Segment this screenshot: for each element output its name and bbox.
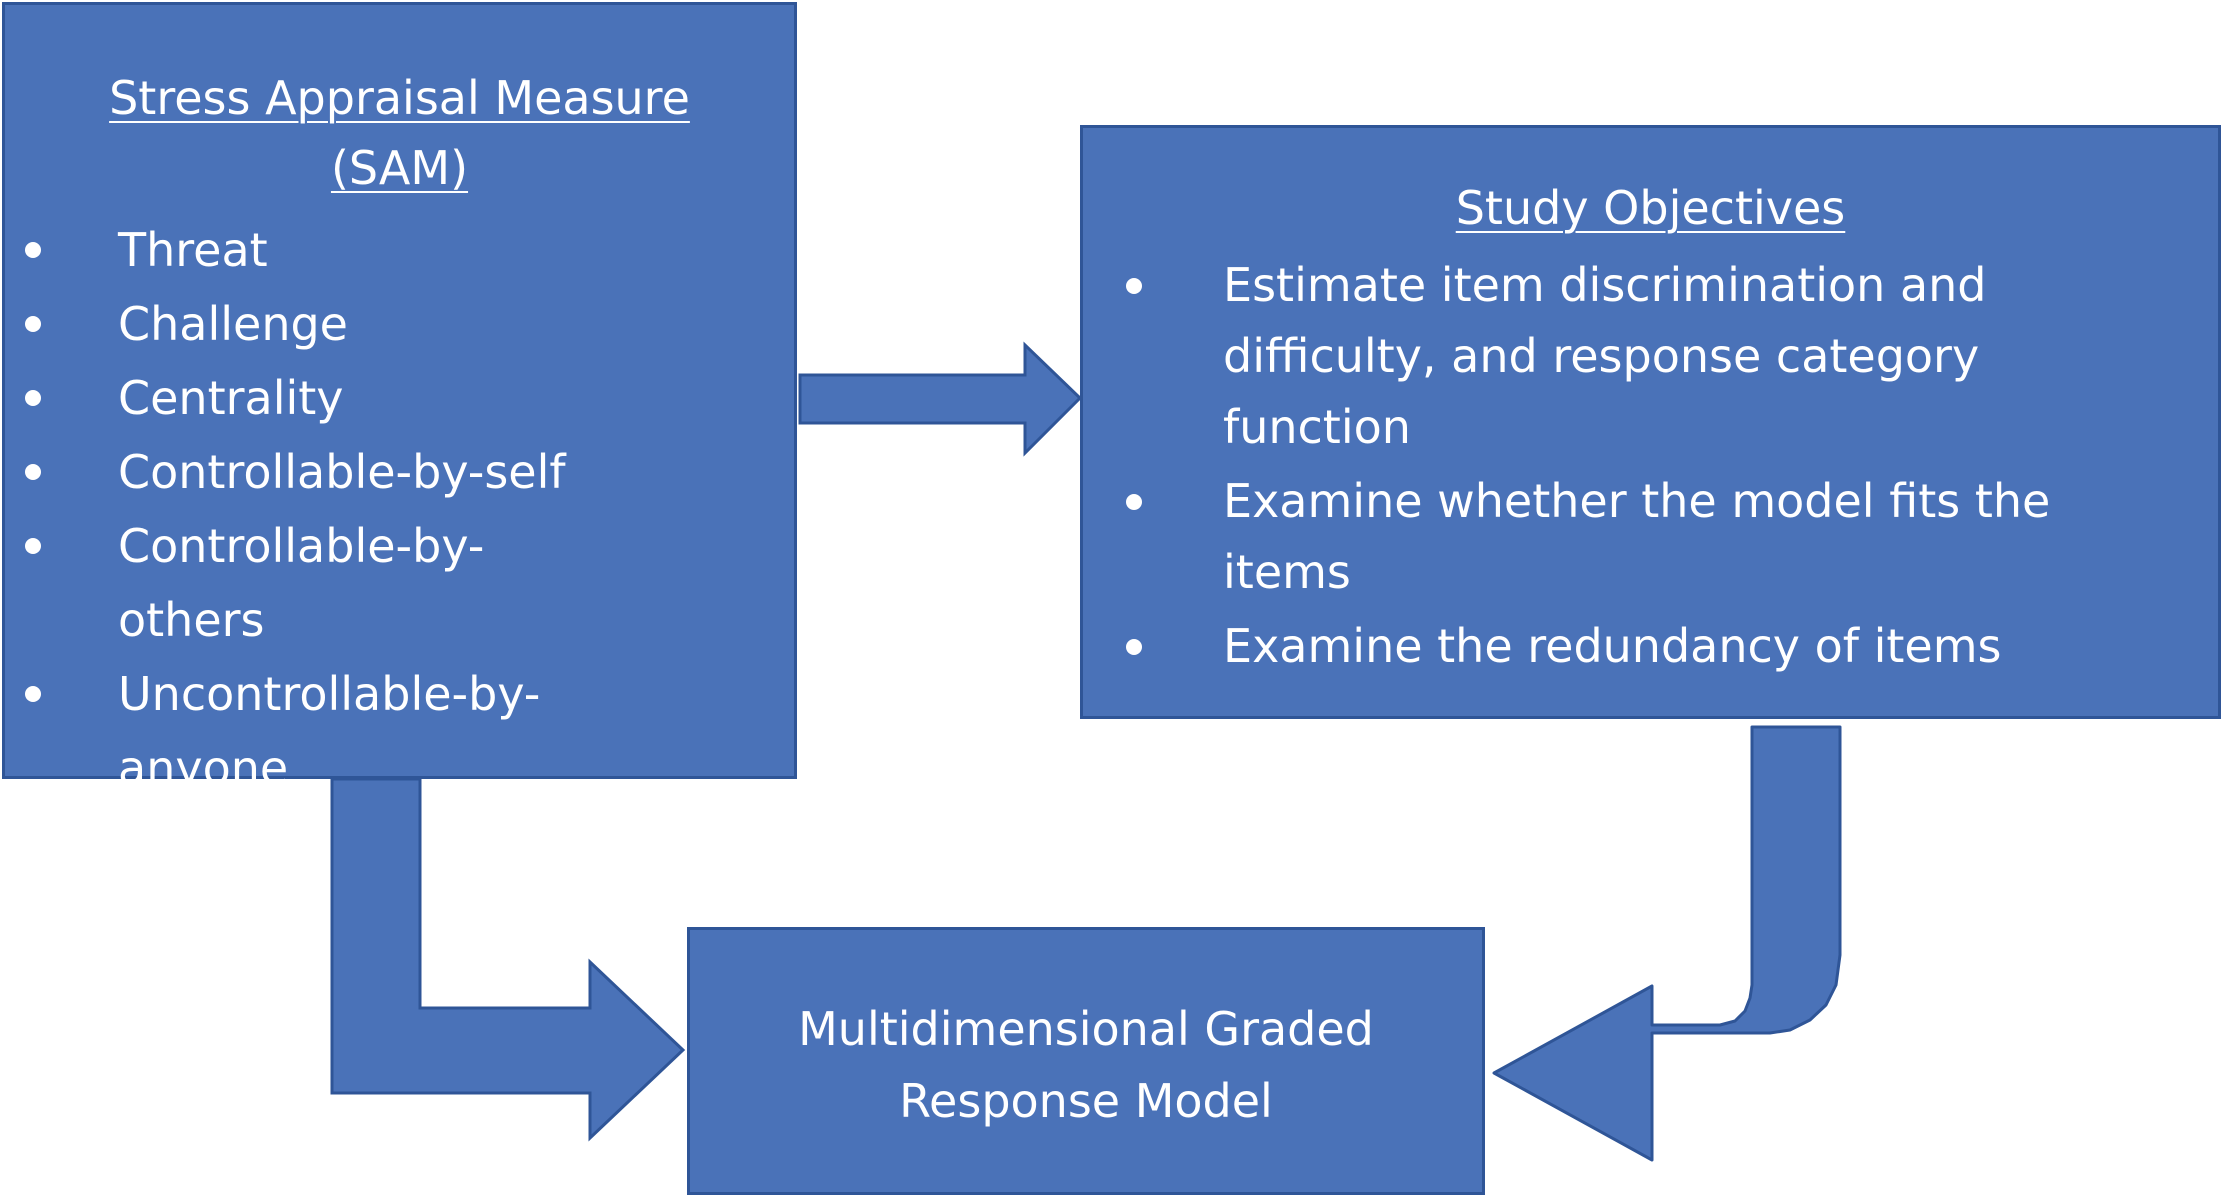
bullet-icon	[25, 464, 41, 480]
sam-item-label: Uncontrollable-by-anyone	[118, 667, 541, 795]
sam-item-label: Controllable-by-self	[118, 445, 566, 499]
bullet-icon	[25, 242, 41, 258]
sam-item-list: Threat Challenge Centrality Controllable…	[5, 213, 795, 805]
list-item: Challenge	[5, 287, 588, 361]
list-item: Examine the redundancy of items	[1083, 611, 2123, 682]
bullet-icon	[1126, 278, 1142, 294]
bullet-icon	[25, 390, 41, 406]
objectives-title: Study Objectives	[1455, 181, 1846, 235]
model-title-line1: Multidimensional Graded	[798, 1002, 1374, 1056]
bullet-icon	[25, 538, 41, 554]
sam-title-line1: Stress Appraisal Measure	[109, 71, 690, 125]
objective-label: Examine whether the model fits the items	[1223, 474, 2051, 599]
list-item: Controllable-by-others	[5, 509, 588, 657]
sam-item-label: Challenge	[118, 297, 348, 351]
bullet-icon	[1126, 639, 1142, 655]
model-box: Multidimensional Graded Response Model	[687, 927, 1485, 1195]
model-title-line2: Response Model	[899, 1074, 1273, 1128]
bullet-icon	[25, 316, 41, 332]
objectives-box: Study Objectives Estimate item discrimin…	[1080, 125, 2221, 719]
objective-label: Estimate item discrimination and difficu…	[1223, 258, 1987, 454]
sam-box: Stress Appraisal Measure (SAM) Threat Ch…	[2, 2, 797, 795]
sam-item-label: Controllable-by-others	[118, 519, 485, 647]
list-item: Uncontrollable-by-anyone	[5, 657, 558, 805]
list-item: Examine whether the model fits the items	[1083, 466, 2123, 608]
bullet-icon	[1126, 494, 1142, 510]
arrow-objectives-to-model-body	[1492, 725, 1842, 1162]
bullet-icon	[25, 686, 41, 702]
sam-title: Stress Appraisal Measure (SAM)	[5, 63, 794, 203]
list-item: Centrality	[5, 361, 588, 435]
arrow-sam-to-model	[330, 777, 686, 1142]
list-item: Controllable-by-self	[5, 435, 588, 509]
sam-title-line2: (SAM)	[330, 141, 469, 195]
sam-item-label: Threat	[118, 223, 268, 277]
sam-item-label: Centrality	[118, 371, 344, 425]
model-title: Multidimensional Graded Response Model	[690, 993, 1482, 1137]
objective-label: Examine the redundancy of items	[1223, 619, 2002, 673]
list-item: Threat	[5, 213, 588, 287]
list-item: Estimate item discrimination and difficu…	[1083, 250, 2053, 463]
objectives-list: Estimate item discrimination and difficu…	[1083, 250, 2218, 685]
arrow-sam-to-objectives	[798, 341, 1083, 457]
